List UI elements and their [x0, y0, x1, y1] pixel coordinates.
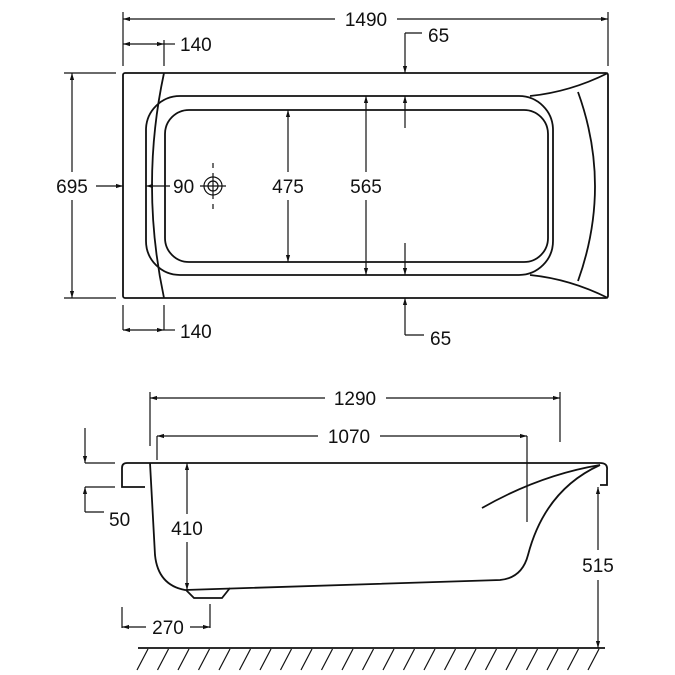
dim-head-end-top: 140 — [180, 35, 212, 56]
hatch-stroke — [156, 648, 170, 671]
hatch-stroke — [587, 648, 600, 671]
hatch-stroke — [320, 648, 334, 671]
side-view: 1290 1070 50 410 515 270 — [82, 389, 614, 671]
dim-head-end-bottom: 140 — [180, 322, 212, 343]
foot-end-arc — [577, 91, 596, 282]
dim-inner-width: 565 — [350, 177, 382, 198]
hatch-stroke — [423, 648, 436, 671]
hatch-stroke — [279, 648, 293, 671]
hatch-stroke — [238, 648, 252, 671]
dim-foot-offset: 270 — [152, 618, 184, 639]
hatch-stroke — [443, 648, 457, 671]
dim-basin-width: 475 — [272, 177, 304, 198]
rim-top-line — [150, 462, 609, 486]
hatch-stroke — [300, 648, 313, 671]
top-view: 1490 140 65 65 140 695 90 4 — [48, 10, 609, 350]
dim-height: 515 — [582, 556, 614, 577]
backrest-curve — [481, 464, 601, 509]
hatch-stroke — [259, 648, 272, 671]
dim-drain-offset: 90 — [173, 177, 194, 198]
drain-icon — [200, 163, 226, 209]
hatch-stroke — [218, 648, 231, 671]
hatch-stroke — [177, 648, 190, 671]
dim-bottom-length: 1070 — [328, 427, 370, 448]
hatch-stroke — [546, 648, 559, 671]
hatch-stroke — [361, 648, 375, 671]
hatch-stroke — [464, 648, 477, 671]
tub-foot — [185, 587, 231, 599]
dim-rim-top: 65 — [428, 26, 449, 47]
dim-top-length: 1290 — [334, 389, 376, 410]
hatch-stroke — [136, 648, 149, 671]
floor-hatching — [136, 647, 605, 671]
hatch-stroke — [197, 648, 211, 671]
hatch-stroke — [341, 648, 354, 671]
tub-body — [149, 462, 601, 591]
hatch-stroke — [566, 648, 580, 671]
dim-rim-thickness: 50 — [109, 510, 130, 531]
hatch-stroke — [484, 648, 498, 671]
dim-overall-width: 695 — [56, 177, 88, 198]
dim-rim-bottom: 65 — [430, 329, 451, 350]
foot-end-curves — [529, 72, 609, 299]
dim-overall-length: 1490 — [345, 10, 387, 31]
hatch-stroke — [402, 648, 416, 671]
dim-depth: 410 — [171, 519, 203, 540]
hatch-stroke — [525, 648, 539, 671]
left-lip — [121, 462, 150, 488]
hatch-stroke — [382, 648, 395, 671]
hatch-stroke — [505, 648, 518, 671]
